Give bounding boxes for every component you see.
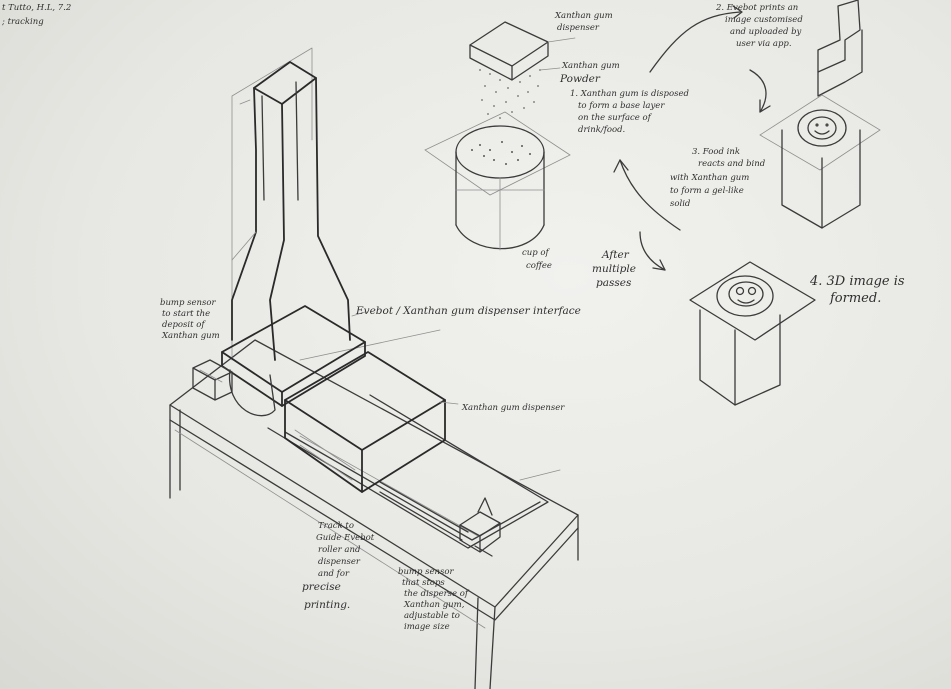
label-track: Track to Guide Evebot roller and dispens… xyxy=(302,521,375,611)
step1-cup xyxy=(425,112,570,250)
svg-text:Track to: Track to xyxy=(318,521,354,531)
svg-text:and for: and for xyxy=(318,569,350,579)
svg-text:coffee: coffee xyxy=(526,261,552,271)
svg-text:to start the: to start the xyxy=(162,309,210,319)
svg-text:Xanthan gum: Xanthan gum xyxy=(554,11,613,21)
svg-text:deposit of: deposit of xyxy=(162,320,206,330)
svg-text:and uploaded by: and uploaded by xyxy=(730,27,802,37)
label-step3: 3. Food ink reacts and bind with Xanthan… xyxy=(670,147,766,209)
svg-text:solid: solid xyxy=(670,199,691,209)
corner-note-line1: t Tutto, H.L, 7.2 xyxy=(2,3,71,13)
label-xanthan-dispenser-top: Xanthan gum dispenser xyxy=(554,11,613,33)
svg-text:user via app.: user via app. xyxy=(736,39,792,49)
table xyxy=(170,330,578,689)
svg-text:to form a gel-like: to form a gel-like xyxy=(670,186,744,196)
svg-text:cup of: cup of xyxy=(522,248,550,258)
svg-text:that stops: that stops xyxy=(402,578,445,588)
svg-text:Xanthan gum: Xanthan gum xyxy=(161,331,220,341)
step4-cup xyxy=(690,262,815,405)
label-after-passes: After multiple passes xyxy=(592,249,636,289)
svg-text:printing.: printing. xyxy=(304,599,350,611)
svg-text:bump sensor: bump sensor xyxy=(160,298,216,308)
svg-text:formed.: formed. xyxy=(829,291,881,306)
label-bump-sensor-start: bump sensor to start the deposit of Xant… xyxy=(160,298,220,341)
svg-text:image size: image size xyxy=(404,622,450,632)
svg-text:the disperse of: the disperse of xyxy=(404,589,470,599)
svg-text:adjustable to: adjustable to xyxy=(404,611,460,621)
svg-text:dispenser: dispenser xyxy=(318,557,361,567)
step2-print-block xyxy=(818,0,862,96)
svg-text:reacts and bind: reacts and bind xyxy=(698,159,766,169)
svg-text:passes: passes xyxy=(596,277,632,289)
svg-text:precise: precise xyxy=(302,581,341,593)
evebot-tower xyxy=(193,48,365,416)
svg-text:Powder: Powder xyxy=(559,73,601,85)
svg-text:Xanthan gum,: Xanthan gum, xyxy=(403,600,465,610)
label-step2: 2. Evebot prints an image customised and… xyxy=(715,3,803,49)
svg-text:After: After xyxy=(601,249,630,261)
main-dispenser-box xyxy=(285,352,468,540)
svg-text:bump sensor: bump sensor xyxy=(398,567,454,577)
svg-text:drink/food.: drink/food. xyxy=(578,125,625,135)
svg-text:image customised: image customised xyxy=(725,15,803,25)
corner-note-line2: ; tracking xyxy=(1,17,44,27)
label-cup-of-coffee: cup of coffee xyxy=(522,248,552,271)
svg-text:on the surface of: on the surface of xyxy=(578,113,653,123)
svg-text:1. Xanthan gum is disposed: 1. Xanthan gum is disposed xyxy=(570,89,689,99)
svg-text:Xanthan gum: Xanthan gum xyxy=(561,61,620,71)
svg-text:multiple: multiple xyxy=(592,263,636,275)
bump-sensor-stop xyxy=(460,498,500,552)
label-step4: 4. 3D image is formed. xyxy=(809,274,905,306)
svg-text:2. Evebot prints an: 2. Evebot prints an xyxy=(715,3,798,13)
label-interface: Evebot / Xanthan gum dispenser interface xyxy=(355,305,581,317)
step3-cup xyxy=(760,95,880,228)
svg-text:dispenser: dispenser xyxy=(557,23,600,33)
step1-dispenser xyxy=(470,22,548,119)
svg-text:to form a base layer: to form a base layer xyxy=(578,101,665,111)
label-xanthan-powder: Xanthan gum Powder xyxy=(559,61,620,85)
process-arrows xyxy=(352,6,770,404)
svg-text:roller and: roller and xyxy=(318,545,361,555)
label-step1: 1. Xanthan gum is disposed to form a bas… xyxy=(570,89,689,135)
label-bump-sensor-stop: bump sensor that stops the disperse of X… xyxy=(398,567,470,632)
svg-text:with Xanthan gum: with Xanthan gum xyxy=(670,173,749,183)
label-dispenser-main: Xanthan gum dispenser xyxy=(461,403,565,413)
svg-text:4. 3D image is: 4. 3D image is xyxy=(809,274,905,289)
svg-text:3. Food ink: 3. Food ink xyxy=(692,147,740,157)
svg-text:Guide Evebot: Guide Evebot xyxy=(316,533,375,543)
